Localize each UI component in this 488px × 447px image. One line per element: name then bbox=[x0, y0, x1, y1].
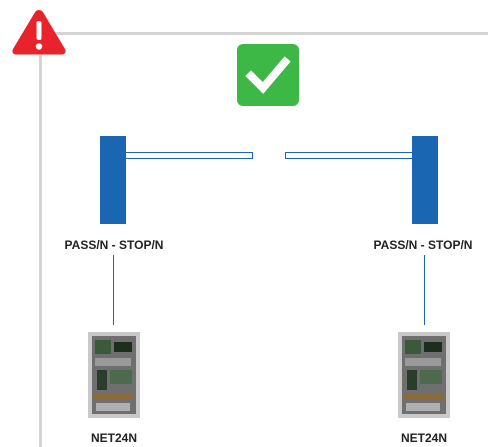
right-controller-board-image[interactable] bbox=[394, 332, 454, 418]
right-connection-line bbox=[424, 255, 425, 325]
left-connection-line bbox=[113, 255, 114, 325]
frame-border-top bbox=[39, 32, 488, 35]
warning-icon[interactable] bbox=[10, 8, 68, 56]
right-device-label: NET24N bbox=[400, 431, 447, 445]
left-gate-label: PASS/N - STOP/N bbox=[64, 238, 164, 252]
left-controller-board-image[interactable] bbox=[84, 332, 144, 418]
status-ok-icon bbox=[237, 44, 299, 106]
right-gate-label: PASS/N - STOP/N bbox=[373, 238, 473, 252]
left-barrier-arm bbox=[125, 152, 253, 159]
left-barrier-post bbox=[100, 136, 126, 224]
right-barrier-arm bbox=[285, 152, 413, 159]
right-barrier-post bbox=[412, 136, 438, 224]
checkmark-icon bbox=[245, 56, 291, 94]
left-device-label: NET24N bbox=[90, 431, 137, 445]
frame-border-left bbox=[39, 32, 42, 447]
